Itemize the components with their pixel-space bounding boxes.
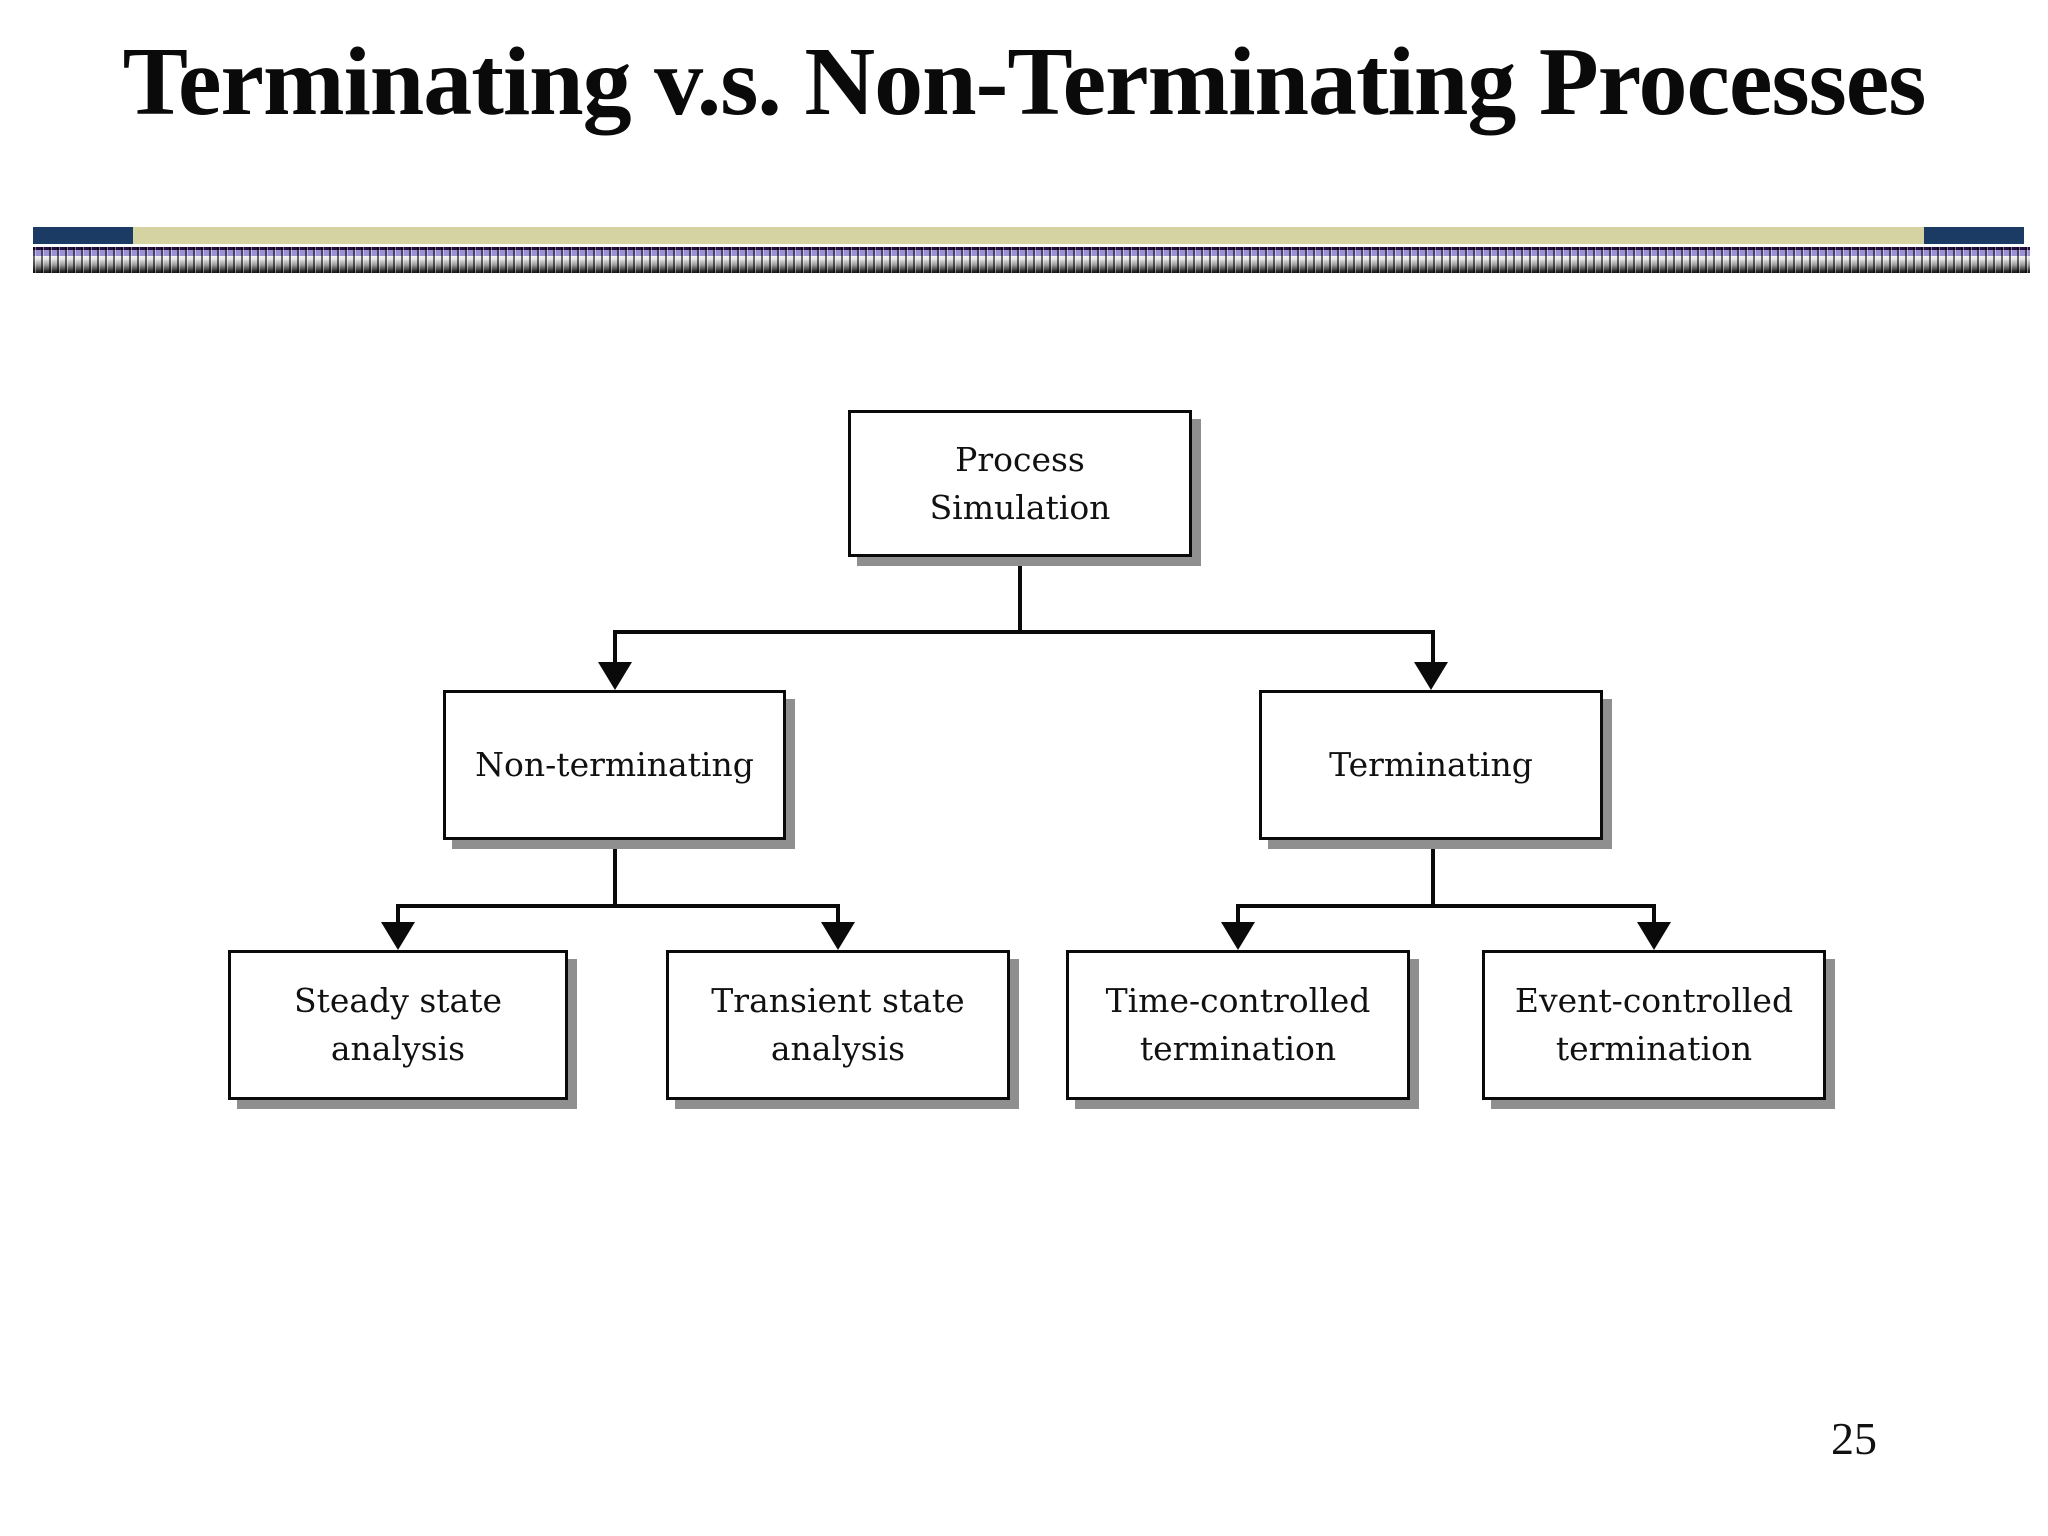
divider-bar <box>33 227 2024 244</box>
slide-title: Terminating v.s. Non-Terminating Process… <box>122 28 1927 136</box>
node-transient-state-line1: Transient state <box>711 981 965 1021</box>
connector-root-stem <box>1018 557 1022 634</box>
node-transient-state-line2: analysis <box>770 1029 906 1068</box>
node-steady-state-line2: analysis <box>330 1029 466 1068</box>
page-number: 25 <box>1831 1413 1877 1464</box>
arrowhead-down-transient-state <box>821 922 855 950</box>
node-process-simulation-line1: Process <box>955 439 1085 479</box>
connector-drop-steady-state <box>396 904 400 924</box>
divider-middle <box>133 227 1924 244</box>
node-event-controlled-termination: Event-controlled termination <box>1482 950 1826 1100</box>
connector-drop-terminating <box>1431 630 1435 664</box>
node-process-simulation-line2: Simulation <box>929 487 1111 527</box>
divider-left-cap <box>33 227 133 244</box>
node-time-controlled-line1: Time-controlled <box>1105 981 1371 1021</box>
node-steady-state-analysis: Steady state analysis <box>228 950 568 1100</box>
node-transient-state-analysis: Transient state analysis <box>666 950 1010 1100</box>
node-process-simulation: Process Simulation <box>848 410 1192 557</box>
connector-drop-event-controlled <box>1652 904 1656 924</box>
divider-ribbed-strip <box>33 247 2030 273</box>
arrowhead-down-event-controlled <box>1637 922 1671 950</box>
arrowhead-down-nonterminating <box>598 662 632 690</box>
connector-drop-transient-state <box>836 904 840 924</box>
node-terminating-label: Terminating <box>1329 745 1533 785</box>
node-steady-state-line1: Steady state <box>294 981 502 1021</box>
node-non-terminating: Non-terminating <box>443 690 786 840</box>
connector-drop-time-controlled <box>1236 904 1240 924</box>
connector-root-hbar <box>613 630 1435 634</box>
arrowhead-down-steady-state <box>381 922 415 950</box>
node-time-controlled-termination: Time-controlled termination <box>1066 950 1410 1100</box>
connector-nonterminating-hbar <box>396 904 840 908</box>
connector-terminating-stem <box>1431 840 1435 906</box>
node-event-controlled-line1: Event-controlled <box>1514 981 1794 1021</box>
node-non-terminating-label: Non-terminating <box>475 745 754 785</box>
connector-terminating-hbar <box>1236 904 1656 908</box>
node-event-controlled-line2: termination <box>1555 1029 1753 1068</box>
connector-nonterminating-stem <box>613 840 617 906</box>
arrowhead-down-terminating <box>1414 662 1448 690</box>
arrowhead-down-time-controlled <box>1221 922 1255 950</box>
connector-drop-nonterminating <box>613 630 617 664</box>
node-terminating: Terminating <box>1259 690 1603 840</box>
node-time-controlled-line2: termination <box>1139 1029 1337 1068</box>
divider-right-cap <box>1924 227 2024 244</box>
